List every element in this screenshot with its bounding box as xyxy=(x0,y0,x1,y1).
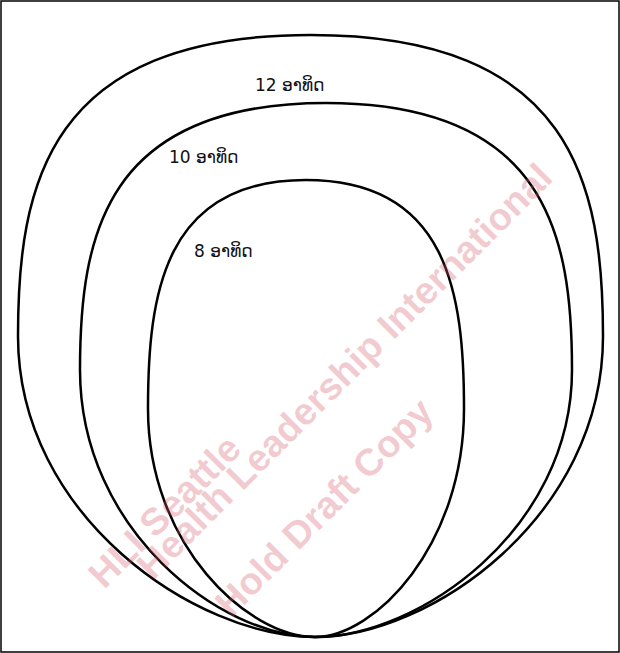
oval-path xyxy=(18,35,603,637)
week-label: 12 ອາທິດ xyxy=(253,74,326,96)
oval-path xyxy=(80,103,572,637)
watermark: Hold Draft Copy xyxy=(208,391,442,625)
week-label: 8 ອາທິດ xyxy=(192,240,255,262)
week-label: 10 ອາທິດ xyxy=(167,146,240,168)
